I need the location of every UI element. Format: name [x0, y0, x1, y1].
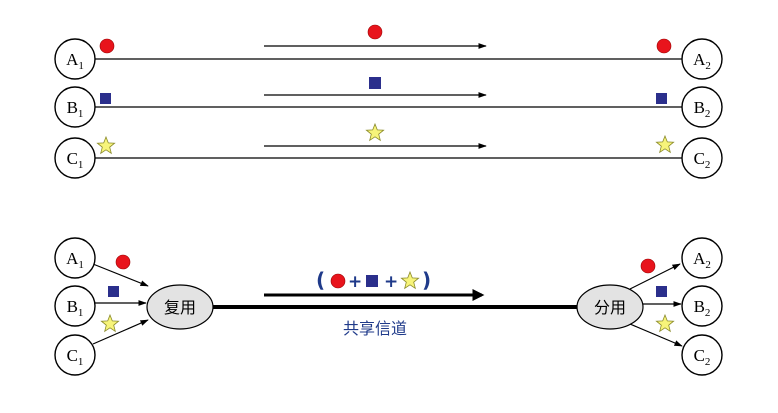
output-arrow-a	[629, 263, 681, 290]
node-a1-bottom: A1	[54, 237, 96, 279]
node-a2-top: A2	[681, 38, 723, 80]
node-a2-bottom: A2	[681, 237, 723, 279]
node-b2-top: B2	[681, 86, 723, 128]
svg-text:A1: A1	[66, 249, 84, 271]
shared-channel-label: 共享信道	[343, 319, 407, 338]
demux-label: 分用	[594, 298, 626, 317]
multiplexer: 复用	[146, 284, 214, 330]
blue-square-icon	[656, 286, 667, 297]
blue-square-icon	[366, 275, 378, 287]
svg-text:B2: B2	[694, 98, 711, 120]
blue-square-icon	[100, 93, 111, 104]
demultiplexer: 分用	[576, 284, 644, 330]
svg-text:A1: A1	[66, 50, 84, 72]
plus-sign: +	[348, 272, 362, 292]
red-circle-icon	[367, 24, 383, 40]
node-b2-bottom: B2	[681, 285, 723, 327]
close-paren: )	[422, 268, 431, 292]
node-c2-top: C2	[681, 137, 723, 179]
blue-square-icon	[369, 77, 381, 89]
input-arrow-c	[92, 319, 149, 345]
top-row-b: B1 B2	[54, 77, 723, 128]
svg-text:B1: B1	[67, 98, 84, 120]
open-paren: (	[316, 268, 325, 292]
combined-signal-label: ( + + )	[316, 268, 431, 292]
svg-text:A2: A2	[693, 249, 711, 271]
svg-text:B2: B2	[694, 297, 711, 319]
node-c1-bottom: C1	[54, 334, 96, 376]
red-circle-icon	[115, 254, 131, 270]
svg-text:C2: C2	[694, 346, 711, 368]
node-b1-bottom: B1	[54, 285, 96, 327]
yellow-star-icon	[400, 271, 420, 289]
svg-text:C2: C2	[694, 149, 711, 171]
mux-label: 复用	[164, 298, 196, 317]
input-arrow-a	[92, 263, 149, 287]
node-b1-top: B1	[54, 86, 96, 128]
red-circle-icon	[330, 273, 346, 289]
blue-square-icon	[656, 93, 667, 104]
svg-text:C1: C1	[67, 346, 84, 368]
yellow-star-icon	[656, 135, 674, 153]
node-c2-bottom: C2	[681, 334, 723, 376]
yellow-star-icon	[97, 136, 115, 154]
top-row-a: A1 A2	[54, 24, 723, 80]
yellow-star-icon	[365, 123, 385, 141]
blue-square-icon	[108, 286, 119, 297]
red-circle-icon	[656, 38, 672, 54]
node-c1-top: C1	[54, 137, 96, 179]
svg-text:B1: B1	[67, 297, 84, 319]
top-row-c: C1 C2	[54, 123, 723, 179]
plus-sign: +	[384, 272, 398, 292]
red-circle-icon	[640, 258, 656, 274]
yellow-star-icon	[101, 314, 119, 332]
node-a1-top: A1	[54, 38, 96, 80]
yellow-star-icon	[656, 314, 674, 332]
svg-text:C1: C1	[67, 149, 84, 171]
output-arrow-c	[629, 323, 683, 347]
svg-text:A2: A2	[693, 50, 711, 72]
red-circle-icon	[99, 38, 115, 54]
